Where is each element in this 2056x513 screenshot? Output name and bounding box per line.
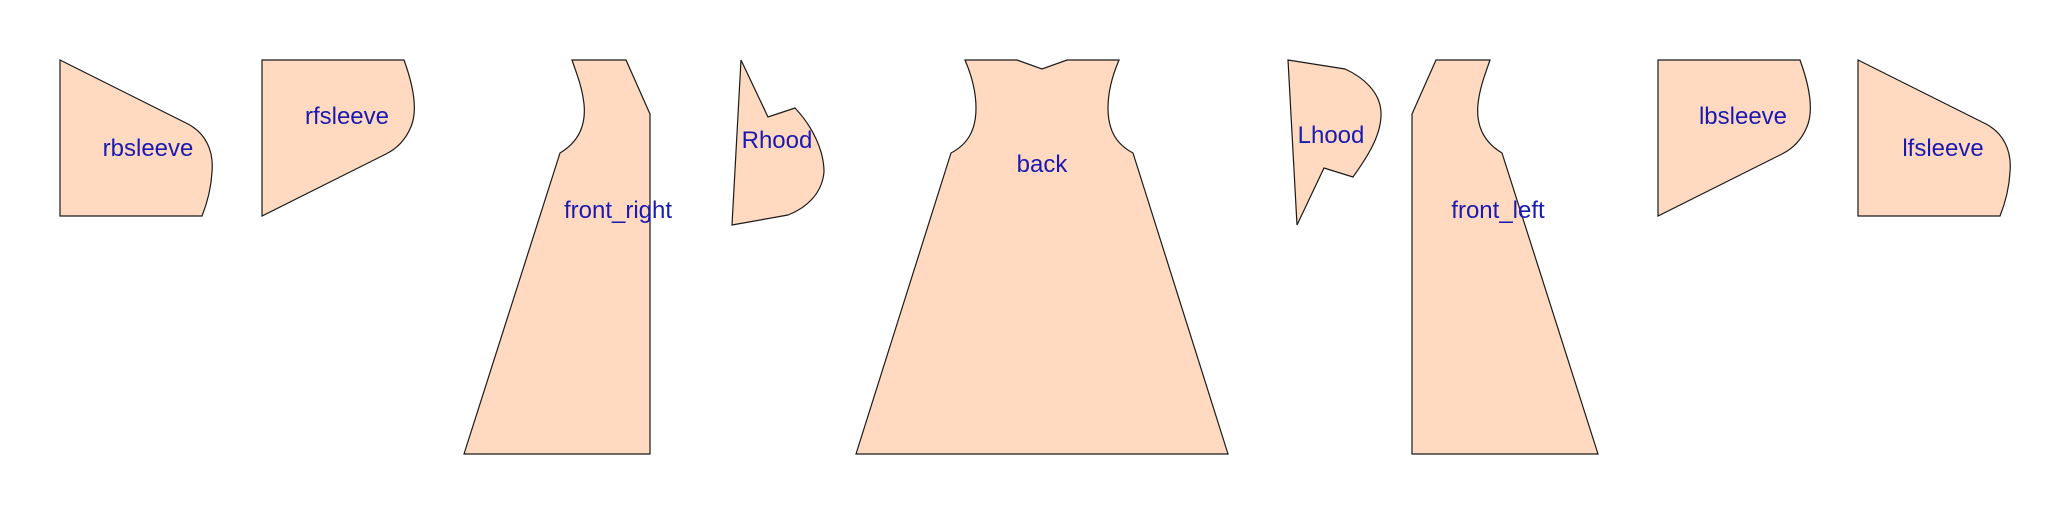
Rhood-label: Rhood: [742, 127, 813, 154]
lfsleeve-label: lfsleeve: [1902, 135, 1983, 162]
rfsleeve-label: rfsleeve: [305, 103, 389, 130]
Lhood-label: Lhood: [1298, 122, 1365, 149]
rfsleeve-shape: [261, 59, 415, 217]
rbsleeve-label: rbsleeve: [103, 135, 194, 162]
back-shape: [855, 59, 1229, 455]
piece-front_left: front_left: [1411, 59, 1599, 455]
front_left-label: front_left: [1451, 197, 1545, 224]
piece-lbsleeve: lbsleeve: [1657, 59, 1811, 217]
piece-Rhood: Rhood: [731, 59, 825, 226]
lbsleeve-shape: [1657, 59, 1811, 217]
lfsleeve-shape: [1857, 59, 2011, 217]
Rhood-shape: [731, 59, 825, 226]
front_right-shape: [463, 59, 651, 455]
piece-back: back: [855, 59, 1229, 455]
piece-Lhood: Lhood: [1287, 59, 1382, 226]
piece-front_right: front_right: [463, 59, 672, 455]
front_right-label: front_right: [564, 197, 672, 224]
piece-lfsleeve: lfsleeve: [1857, 59, 2011, 217]
rbsleeve-shape: [59, 59, 213, 217]
piece-rbsleeve: rbsleeve: [59, 59, 213, 217]
front_left-shape: [1411, 59, 1599, 455]
piece-rfsleeve: rfsleeve: [261, 59, 415, 217]
lbsleeve-label: lbsleeve: [1699, 103, 1787, 130]
Lhood-shape: [1287, 59, 1382, 226]
back-label: back: [1017, 151, 1069, 178]
